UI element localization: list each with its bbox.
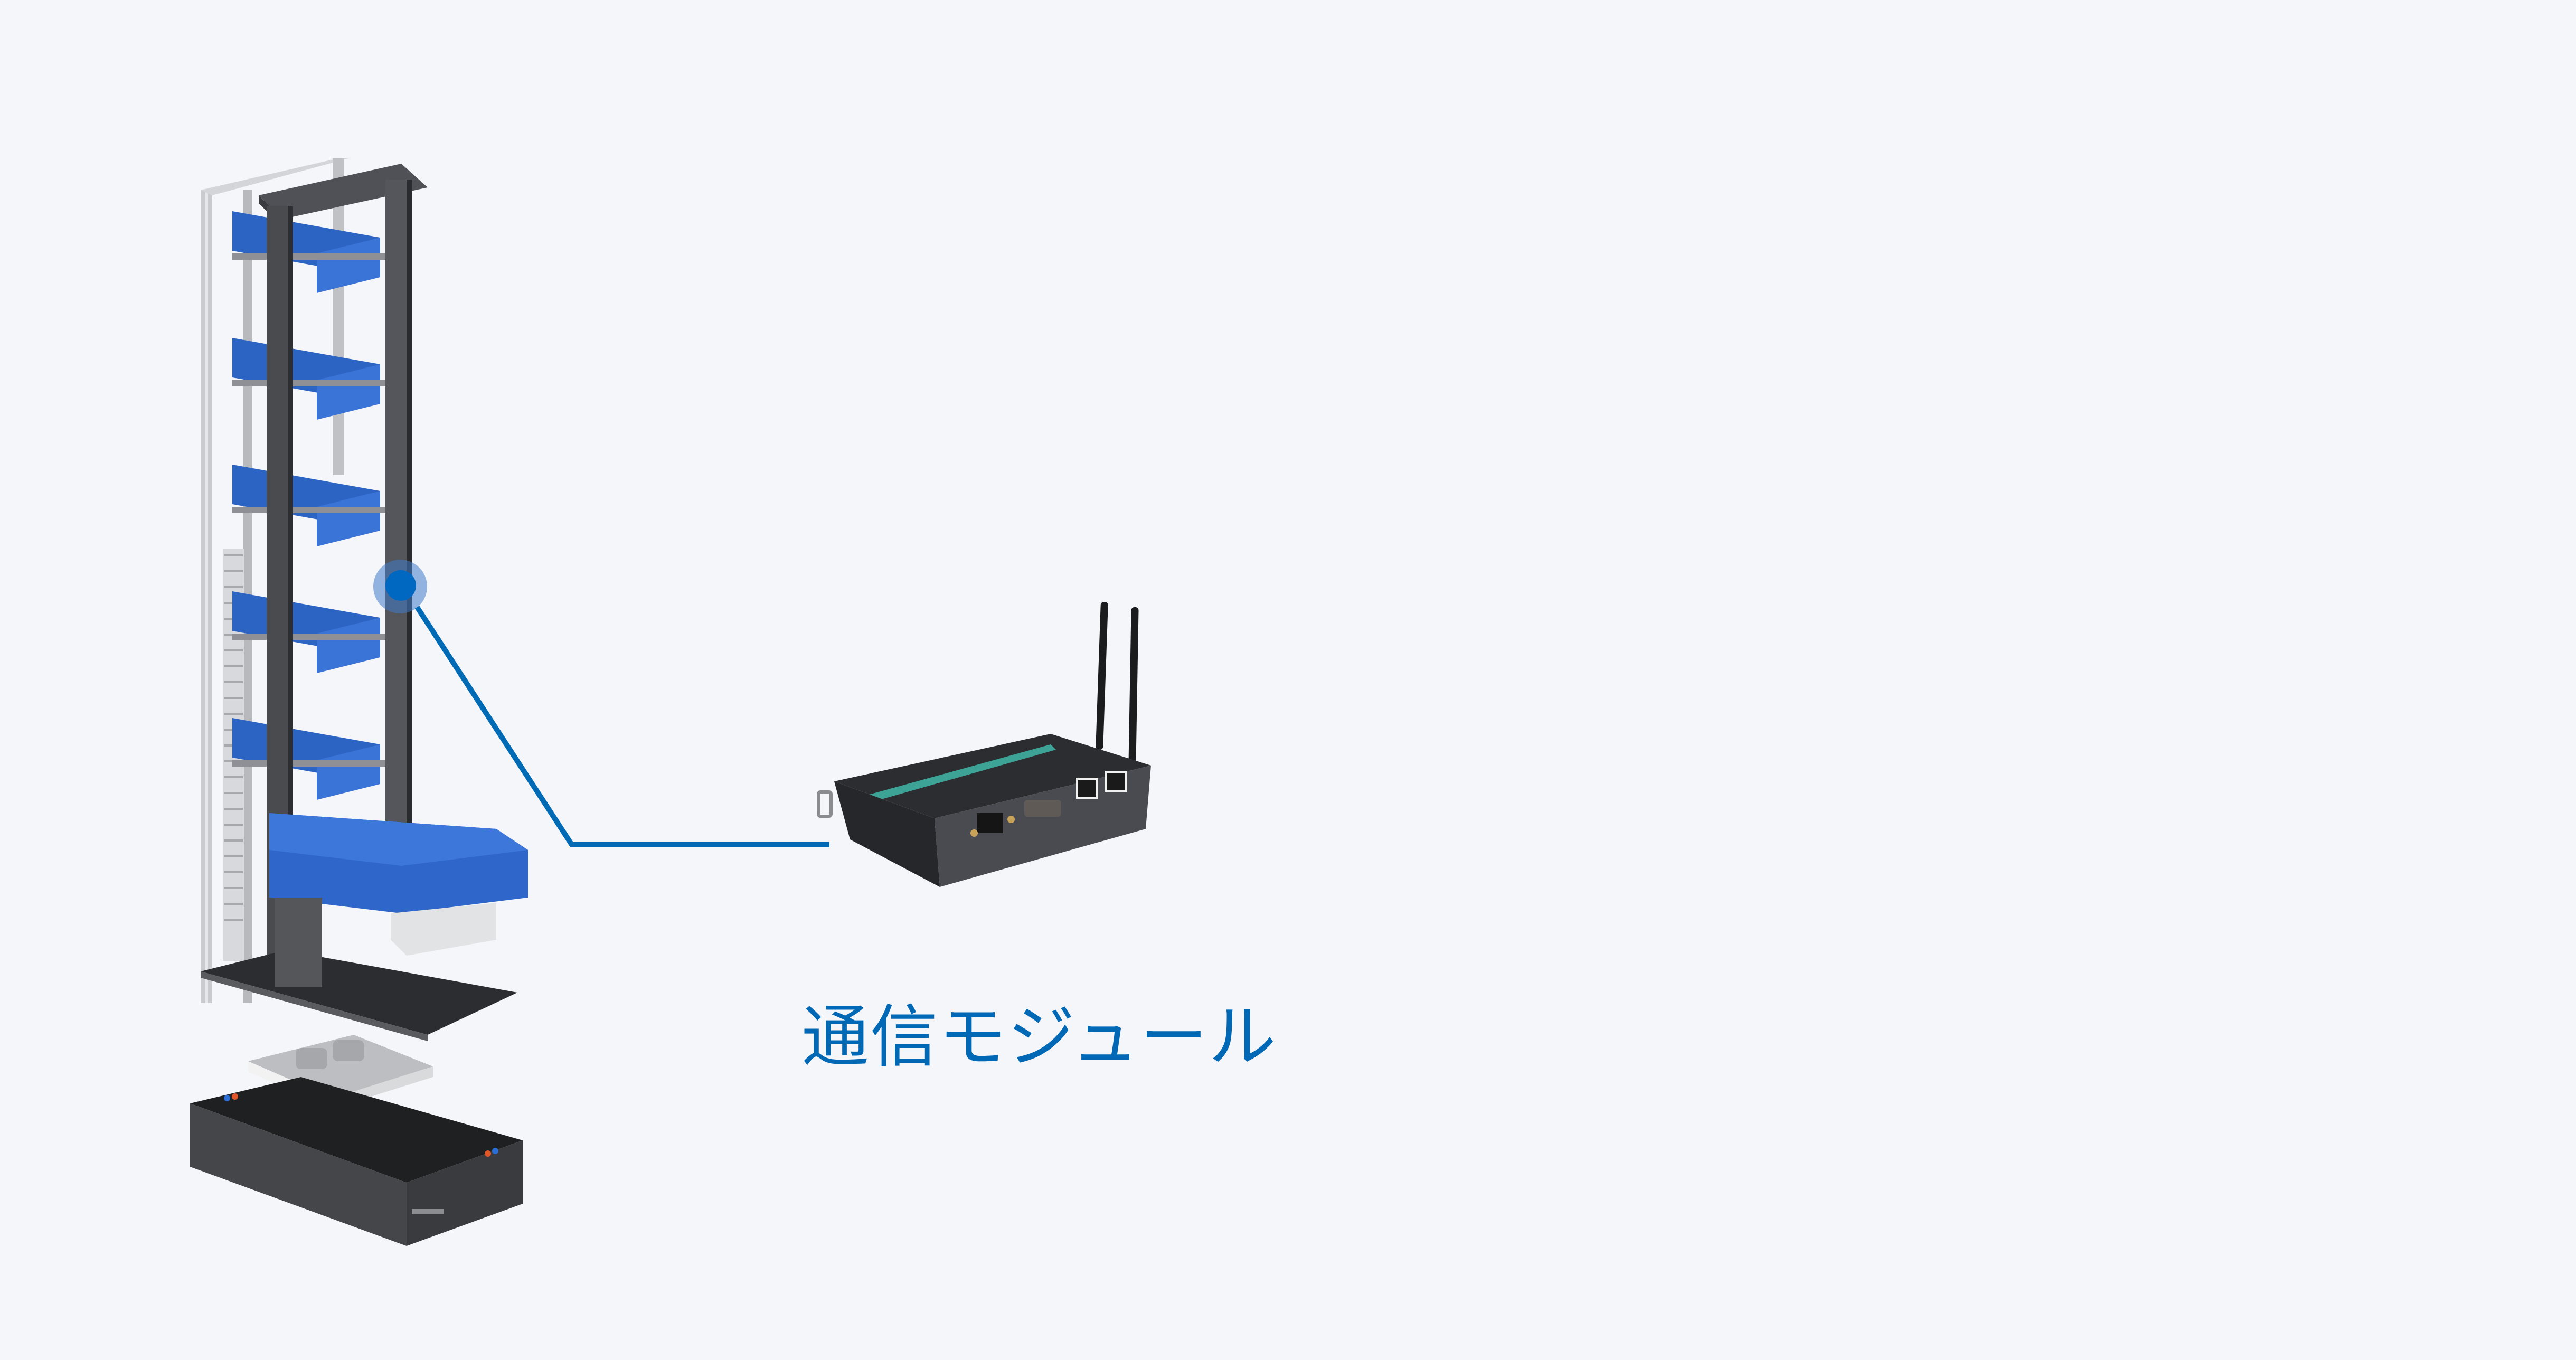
tote-bin-1 — [232, 211, 385, 293]
antenna-right-icon — [1128, 607, 1139, 766]
tote-bin-5 — [232, 718, 385, 800]
tote-bin-3 — [232, 465, 385, 546]
base-plate — [201, 898, 517, 1041]
tote-bin-2 — [232, 338, 385, 420]
antenna-left-icon — [1096, 602, 1108, 750]
communication-module-illustration — [817, 602, 1151, 887]
ethernet-port-2-icon — [1105, 771, 1127, 792]
tote-bins — [232, 211, 385, 800]
power-terminal-icon — [977, 813, 1003, 833]
ethernet-port-1-icon — [1076, 778, 1098, 799]
ethernet-ports — [1076, 771, 1127, 799]
amr-tote-tower-illustration — [190, 158, 528, 1246]
communication-module-label: 通信モジュール — [801, 998, 1278, 1076]
serial-port-icon — [1024, 800, 1061, 817]
tote-bin-4 — [232, 591, 385, 673]
amr-chassis — [190, 1077, 523, 1246]
